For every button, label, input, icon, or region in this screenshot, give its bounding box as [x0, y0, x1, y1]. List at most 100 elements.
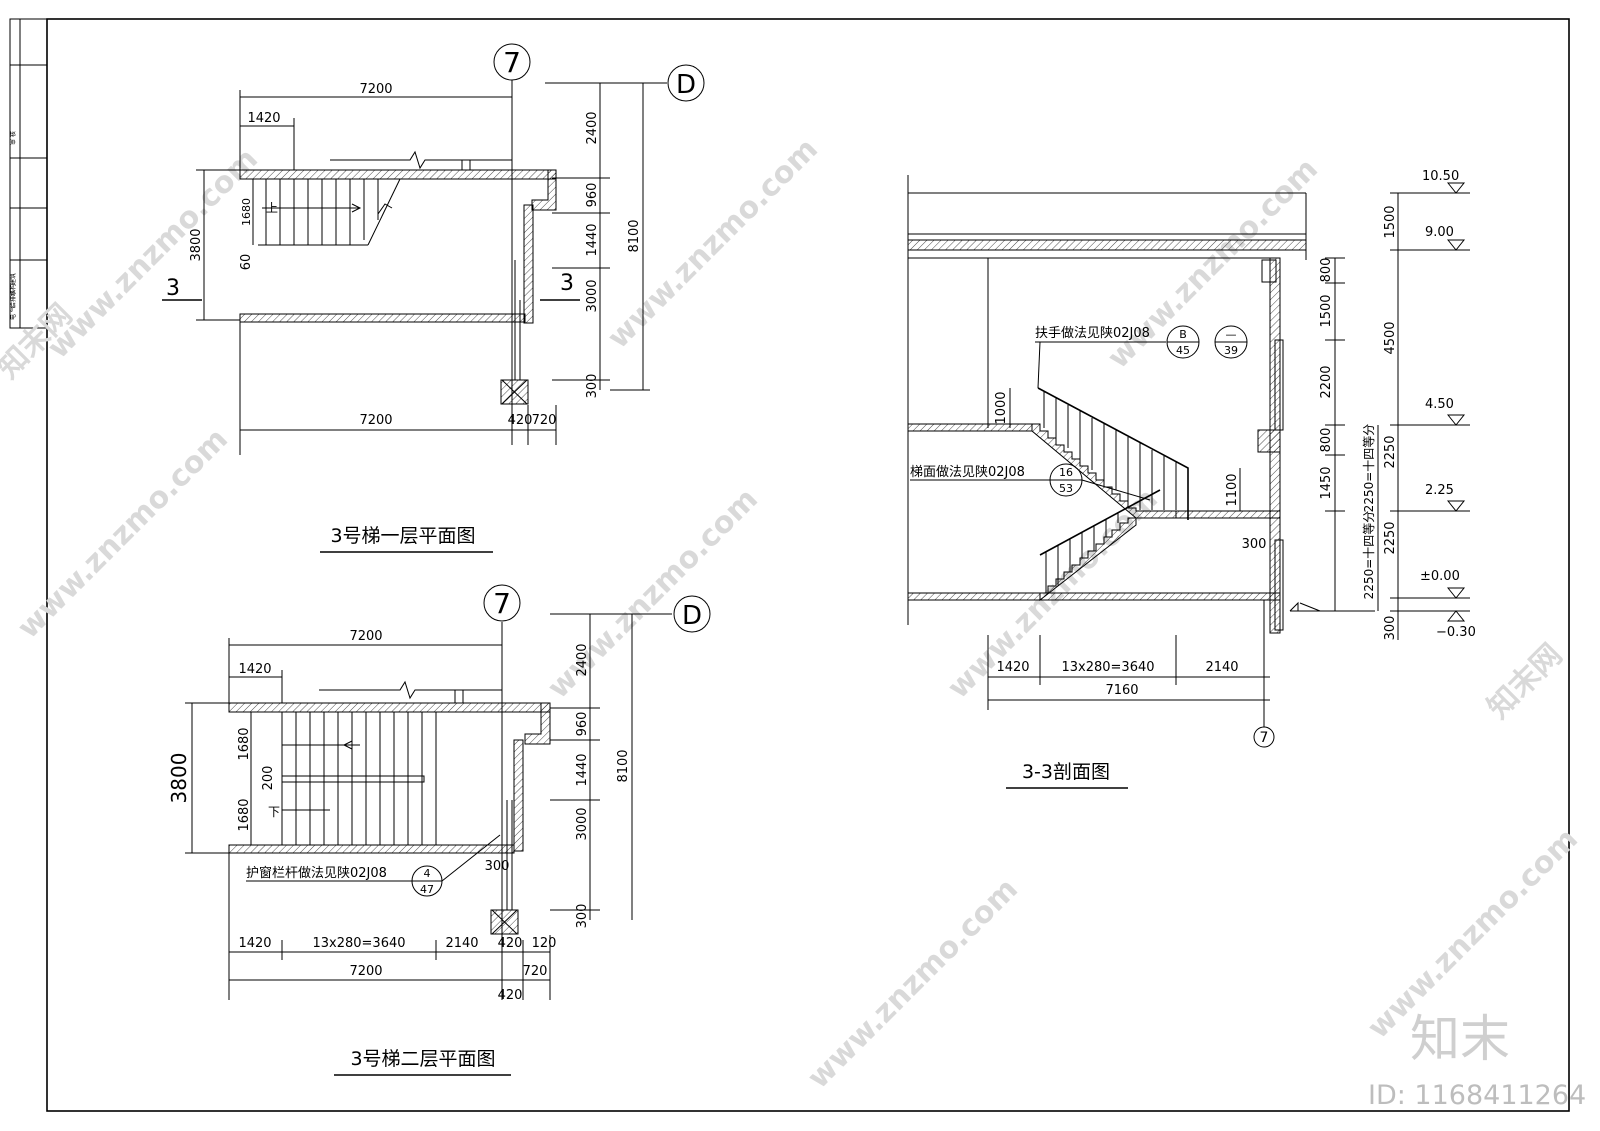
handrail-ref-1-top: B [1179, 328, 1187, 341]
handrail-lower [1039, 489, 1161, 556]
dim-3000-right: 3000 [585, 279, 600, 312]
plan1-title: 3号梯一层平面图 [330, 525, 475, 547]
dim-1500-top: 1500 [1383, 205, 1398, 238]
dim-7200-top: 7200 [359, 82, 392, 97]
axis-d-label: D [682, 601, 702, 631]
dim-420-bottom: 420 [508, 413, 533, 428]
dim-720-bottom: 720 [523, 964, 548, 979]
dim-1680-left: 1680 [240, 198, 253, 226]
title-block-label-4: 给排水 [9, 290, 17, 308]
level-0-00: ±0.00 [1420, 569, 1460, 584]
watermark-text: www.znzmo.com [801, 872, 1025, 1096]
sheet-border [46, 18, 1570, 1112]
ground-slab [907, 592, 1281, 601]
axis-7-bubble [493, 43, 531, 81]
dim-2400-right: 2400 [575, 643, 590, 676]
dim-300-right: 300 [585, 374, 600, 399]
right-wall-upper [524, 702, 551, 745]
dim-1440-right: 1440 [575, 753, 590, 786]
dim-2250-upper: 2250 [1383, 435, 1398, 468]
watermark-brand: 知末网 [1481, 637, 1569, 725]
dim-1450: 1450 [1319, 466, 1334, 499]
handrail-ref-2-top: — [1226, 328, 1237, 341]
dim-1500-mid: 1500 [1319, 294, 1334, 327]
axis-d-label: D [676, 70, 696, 100]
handrail-note: 扶手做法见陕02J08 [1035, 326, 1150, 341]
dim-7200-bottom: 7200 [349, 964, 382, 979]
stair-ref-bottom: 53 [1059, 482, 1073, 495]
window-rail-note: 护窗栏杆做法见陕02J08 [246, 865, 387, 881]
stair-up-label: 上 [266, 201, 278, 215]
level-4-50: 4.50 [1425, 397, 1454, 412]
top-wall [228, 702, 551, 713]
dim-1420-top: 1420 [238, 662, 271, 677]
balusters-lower [1045, 513, 1119, 593]
mid-wall [228, 844, 515, 854]
axis-7-bubble [1253, 726, 1275, 748]
dim-960-right: 960 [585, 183, 600, 208]
title-block-label-1: 审 核 [9, 131, 17, 145]
axis-7-label: 7 [503, 46, 521, 79]
roof-slab [907, 239, 1307, 251]
dim-960-right: 960 [575, 712, 590, 737]
dim-1680-upper: 1680 [237, 727, 252, 760]
stair-finish-note: 梯面做法见陕02J08 [910, 465, 1025, 480]
dim-3000-right: 3000 [575, 807, 590, 840]
stair-down-label: 下 [268, 805, 280, 819]
section-mark-right: 3 [560, 271, 574, 296]
watermark-text: www.znzmo.com [41, 142, 265, 366]
stair-flight-upper [1031, 423, 1177, 519]
balusters-upper [1043, 392, 1177, 510]
dim-1420-section: 1420 [996, 660, 1029, 675]
section-mark-left: 3 [166, 276, 180, 301]
axis-7-bubble [483, 584, 521, 622]
handrail-ref-1-bottom: 45 [1176, 344, 1190, 357]
dim-2140-section: 2140 [1205, 660, 1238, 675]
dim-1440-right: 1440 [585, 223, 600, 256]
level-10-50: 10.50 [1422, 169, 1459, 184]
dim-2250-lower: 2250 [1383, 521, 1398, 554]
title-block-label-2: 建筑 [9, 273, 17, 285]
axis-d-bubble [673, 595, 711, 633]
handrail-upper [1037, 387, 1189, 520]
dim-2400-right: 2400 [585, 111, 600, 144]
detail-ref-top: 4 [424, 867, 431, 880]
dim-300-right: 300 [575, 904, 590, 929]
dim-3800-left: 3800 [189, 228, 204, 261]
drawing-id-label: ID: 1168411264 [1368, 1080, 1586, 1111]
level-2-25: 2.25 [1425, 483, 1454, 498]
dim-420-bottom: 420 [498, 936, 523, 951]
dim-split-lower: 2250=十四等分 [1362, 511, 1376, 600]
watermark-text: www.znzmo.com [11, 422, 235, 646]
plan2-title: 3号梯二层平面图 [350, 1048, 495, 1070]
right-wall [523, 204, 534, 324]
plan-level-2: 7 D [167, 584, 711, 1076]
title-block-label-5: 电 气 [9, 306, 17, 320]
dim-300-landing: 300 [1242, 537, 1267, 552]
dim-300-note: 300 [485, 859, 510, 874]
dim-7160-section: 7160 [1105, 683, 1138, 698]
dim-200-left: 200 [261, 766, 276, 791]
landing-slab [1175, 510, 1281, 519]
level-9-00: 9.00 [1425, 225, 1454, 240]
dim-800-lower: 800 [1319, 428, 1334, 453]
stair-ref-top: 16 [1059, 466, 1073, 479]
dim-3800-left: 3800 [167, 753, 191, 804]
right-wall [513, 739, 524, 852]
dim-120-bottom: 120 [532, 936, 557, 951]
stair-treads [258, 178, 401, 246]
title-block-label-3: 结构 [9, 284, 17, 296]
stair-treads [281, 712, 437, 845]
section-3-3: 扶手做法见陕02J08 B 45 — 39 梯面做法见陕02J08 16 53 … [907, 169, 1476, 789]
dim-420-bottom-b: 420 [498, 988, 523, 1003]
handrail-ref-2-bottom: 39 [1224, 344, 1238, 357]
detail-ref-bottom: 47 [420, 883, 434, 896]
dim-1420-top: 1420 [247, 111, 280, 126]
section-title: 3-3剖面图 [1022, 761, 1110, 783]
dim-300-base: 300 [1383, 616, 1398, 641]
stair-flight-lower [1039, 517, 1137, 602]
level-marks: 10.50 9.00 4.50 2.25 ±0.00 −0.30 [1420, 169, 1476, 640]
mid-wall [239, 313, 526, 323]
dim-1680-lower: 1680 [237, 798, 252, 831]
